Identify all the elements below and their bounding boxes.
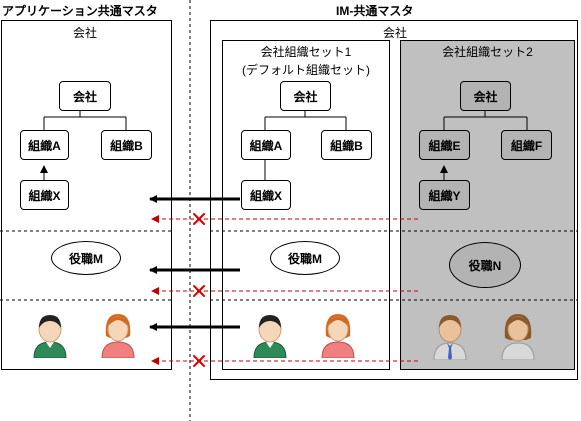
app-node-org-a: 組織A: [20, 130, 69, 160]
cross-icon: [193, 355, 205, 367]
app-tree-lines: [40, 110, 127, 180]
user-male-icon: [253, 315, 287, 358]
org-set-1-title: 会社組織セット1: [260, 45, 352, 59]
app-master-heading: アプリケーション共通マスタ: [2, 4, 158, 18]
set2-node-org-e: 組織E: [419, 130, 470, 160]
user-female-icon: [321, 314, 355, 358]
org-set-1-subtitle: (デフォルト組織セット): [242, 63, 370, 77]
set2-node-post-n: 役職N: [449, 242, 521, 288]
app-node-company: 会社: [59, 81, 111, 111]
im-company-label: 会社: [382, 26, 407, 40]
set1-node-org-x: 組織X: [241, 180, 291, 210]
set2-node-org-y: 組織Y: [419, 180, 470, 210]
set2-node-company: 会社: [460, 81, 511, 111]
app-node-org-b: 組織B: [101, 130, 152, 160]
cross-icon: [193, 285, 205, 297]
set2-node-org-f: 組織F: [501, 130, 552, 160]
user-female-dim-icon: [501, 314, 535, 360]
app-node-post-m: 役職M: [51, 241, 121, 275]
app-master-panel: [1, 20, 172, 370]
set2-tree-lines: [440, 110, 528, 180]
app-company-label: 会社: [72, 26, 97, 40]
org-set-2-title: 会社組織セット2: [442, 45, 533, 59]
user-male-suit-icon: [433, 315, 467, 360]
set1-tree-lines: [264, 110, 347, 180]
cross-icon: [193, 213, 205, 225]
user-male-icon: [33, 315, 67, 358]
app-node-org-x: 組織X: [20, 180, 69, 210]
set1-node-post-m: 役職M: [270, 241, 340, 275]
im-master-heading: IM-共通マスタ: [336, 4, 414, 18]
set1-node-org-a: 組織A: [241, 130, 291, 160]
set1-node-org-b: 組織B: [321, 130, 372, 160]
user-female-icon: [101, 314, 135, 358]
set1-node-company: 会社: [280, 81, 331, 111]
